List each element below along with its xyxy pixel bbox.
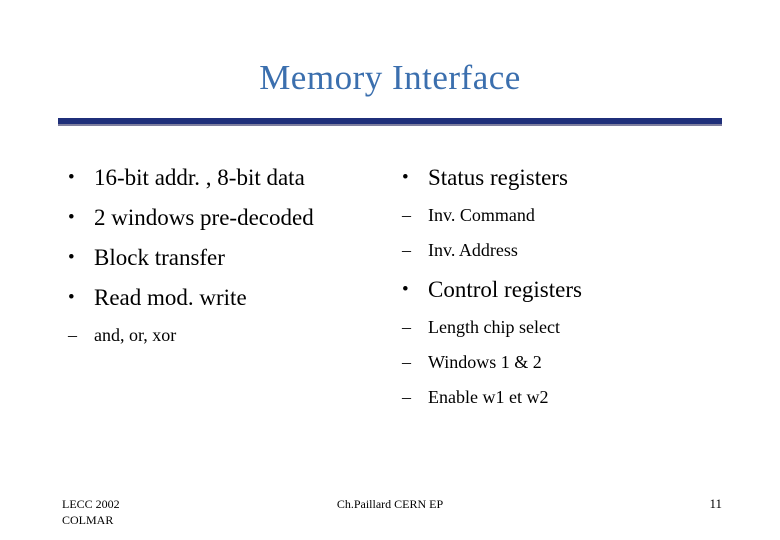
list-item-label: Inv. Address (428, 240, 518, 260)
left-bullet-list: • 16-bit addr. , 8-bit data • 2 windows … (56, 158, 396, 318)
list-item: • 16-bit addr. , 8-bit data (56, 158, 396, 198)
list-item: • Status registers (390, 158, 730, 198)
bullet-icon: • (402, 279, 409, 300)
footer-left: LECC 2002 COLMAR (62, 496, 120, 528)
footer-author: Ch.Paillard CERN EP (336, 497, 444, 511)
list-item-label: 16-bit addr. , 8-bit data (94, 165, 305, 190)
list-item-label: Read mod. write (94, 285, 247, 310)
list-item-label: Enable w1 et w2 (428, 387, 549, 407)
left-content-column: • 16-bit addr. , 8-bit data • 2 windows … (56, 158, 396, 353)
dash-icon: – (402, 352, 411, 372)
right-content-column: • Status registers – Inv. Command – Inv.… (390, 158, 730, 415)
page-title: Memory Interface (259, 58, 521, 97)
footer-conference: LECC 2002 (62, 497, 120, 511)
bullet-icon: • (402, 167, 409, 188)
dash-icon: – (402, 317, 411, 337)
dash-icon: – (402, 240, 411, 260)
right-group-control-registers: • Control registers (390, 270, 730, 310)
list-item: • Read mod. write (56, 278, 396, 318)
bullet-icon: • (68, 207, 75, 228)
right-group-status-registers: • Status registers (390, 158, 730, 198)
list-item: – Windows 1 & 2 (390, 345, 730, 380)
title-divider (58, 118, 722, 126)
dash-icon: – (68, 325, 77, 345)
list-item-label: Control registers (428, 277, 582, 302)
list-item: • Control registers (390, 270, 730, 310)
list-item-label: and, or, xor (94, 325, 177, 345)
dash-icon: – (402, 205, 411, 225)
bullet-icon: • (68, 247, 75, 268)
page-number: 11 (709, 496, 722, 511)
list-item-label: Windows 1 & 2 (428, 352, 542, 372)
list-item-label: Inv. Command (428, 205, 535, 225)
bullet-icon: • (68, 167, 75, 188)
list-item: • Block transfer (56, 238, 396, 278)
list-item: – and, or, xor (56, 318, 396, 353)
control-registers-sub-list: – Length chip select – Windows 1 & 2 – E… (390, 310, 730, 415)
status-registers-sub-list: – Inv. Command – Inv. Address (390, 198, 730, 268)
list-item-label: Length chip select (428, 317, 560, 337)
list-item-label: 2 windows pre-decoded (94, 205, 314, 230)
list-item: – Length chip select (390, 310, 730, 345)
list-item-label: Block transfer (94, 245, 225, 270)
bullet-icon: • (68, 287, 75, 308)
list-item: – Enable w1 et w2 (390, 380, 730, 415)
left-sub-bullet-list: – and, or, xor (56, 318, 396, 353)
list-item: – Inv. Address (390, 233, 730, 268)
list-item-label: Status registers (428, 165, 568, 190)
footer-location: COLMAR (62, 513, 114, 527)
list-item: – Inv. Command (390, 198, 730, 233)
list-item: • 2 windows pre-decoded (56, 198, 396, 238)
dash-icon: – (402, 387, 411, 407)
